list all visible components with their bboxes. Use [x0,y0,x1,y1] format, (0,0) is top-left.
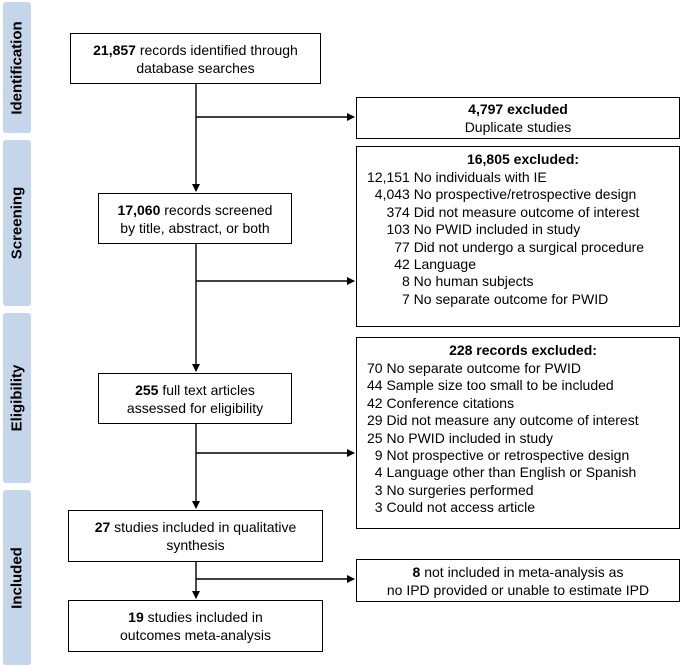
exclusion-row: 374 Did not measure outcome of interest [367,203,640,220]
box-not-in-meta-analysis: 8 not included in meta-analysis as no IP… [356,559,680,602]
count: 17,060 [117,201,161,218]
box-eligibility-exclusions: 228 records excluded: 70 No separate out… [356,337,680,529]
exclusion-row: 12,151 No individuals with IE [367,169,547,185]
exclusion-row: 29 Did not measure any outcome of intere… [367,412,639,429]
box-qualitative-synthesis: 27 studies included in qualitative synth… [68,510,323,562]
box-text: synthesis [166,537,225,553]
count: 21,857 [93,41,136,58]
exclusion-row: 3 Could not access article [367,499,536,516]
box-meta-analysis: 19 studies included in outcomes meta-ana… [68,600,323,652]
box-text: Duplicate studies [464,119,572,135]
box-text: not included in meta-analysis as [420,563,624,580]
exclusion-row: 103 No PWID included in study [367,221,581,238]
box-text: by title, abstract, or both [120,219,270,236]
box-text: excluded [503,101,568,117]
phase-identification: Identification [3,2,31,133]
exclusion-row: 70 No separate outcome for PWID [367,360,581,376]
exclusion-row: 4,043 No prospective/retrospective desig… [367,186,637,203]
box-fulltext-assessed: 255 full text articles assessed for elig… [98,373,292,424]
box-text: assessed for eligibility [126,399,264,416]
box-screening-exclusions: 16,805 excluded: 12,151 No individuals w… [356,146,680,327]
exclusions-header: 228 records excluded: [449,342,597,358]
exclusion-row: 4 Language other than English or Spanish [367,464,637,481]
count: 27 [94,519,111,535]
box-duplicates-excluded: 4,797 excluded Duplicate studies [356,97,680,139]
phase-screening: Screening [3,140,31,306]
exclusion-row: 25 No PWID included in study [367,429,553,446]
exclusion-row: 44 Sample size too small to be included [367,377,614,394]
exclusion-row: 42 Conference citations [367,394,515,411]
exclusion-row: 42 Language [367,256,476,273]
count: 4,797 [468,101,504,117]
count: 8 [412,563,421,580]
box-records-identified: 21,857 records identified through databa… [70,33,321,84]
exclusions-header: 16,805 excluded: [466,151,580,167]
box-text: database searches [136,59,255,76]
phase-eligibility: Eligibility [3,313,31,483]
box-text: records identified through [135,41,298,58]
exclusion-row: 3 No surgeries performed [367,481,534,498]
box-text: outcomes meta-analysis [120,627,271,643]
box-text: studies included in qualitative [110,519,297,535]
box-text: no IPD provided or unable to estimate IP… [386,581,650,598]
box-text: studies included in [143,609,263,625]
box-text: records screened [160,201,273,218]
box-records-screened: 17,060 records screened by title, abstra… [98,193,292,244]
exclusion-row: 77 Did not undergo a surgical procedure [367,238,645,255]
exclusion-row: 8 No human subjects [367,273,534,290]
count: 255 [135,381,159,398]
count: 19 [128,609,144,625]
exclusion-row: 7 No separate outcome for PWID [367,290,609,307]
box-text: full text articles [158,381,255,398]
exclusion-row: 9 Not prospective or retrospective desig… [367,447,630,464]
phase-included: Included [3,490,31,665]
